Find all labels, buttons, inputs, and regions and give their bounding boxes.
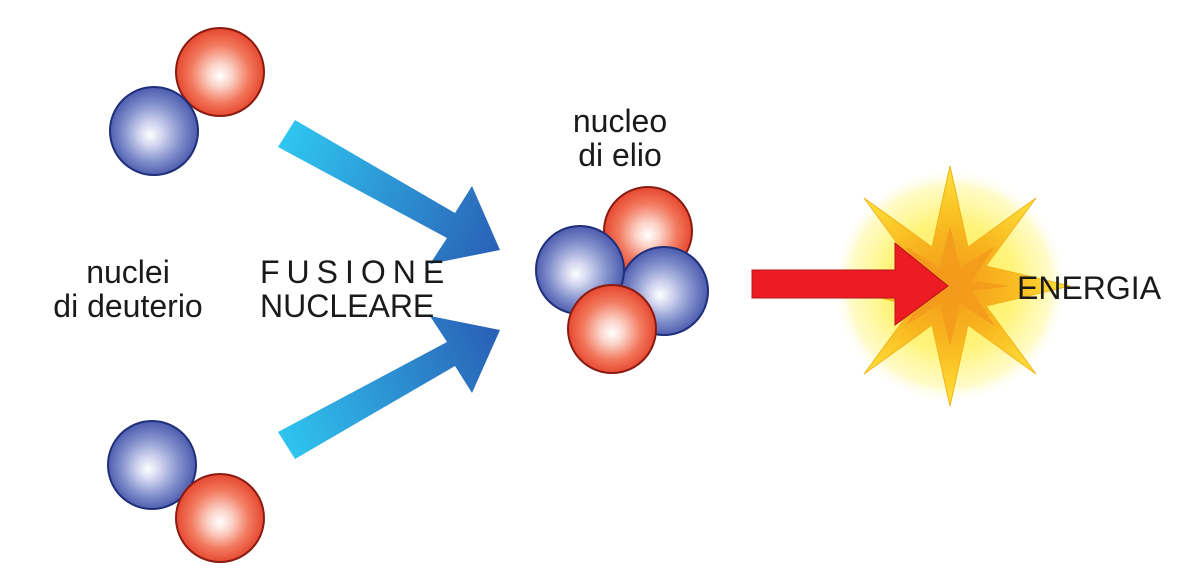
helium-label-line1: nucleo xyxy=(572,103,668,139)
proton-particle xyxy=(175,473,265,563)
deuterium-nucleus-bottom xyxy=(107,420,265,563)
deuterium-label-line1: nuclei xyxy=(86,254,170,290)
fusion-arrow-top xyxy=(278,120,500,264)
helium-label: nucleo di elio xyxy=(540,104,700,172)
deuterium-label: nuclei di deuterio xyxy=(28,255,228,323)
helium-nucleus xyxy=(535,186,709,374)
neutron-particle xyxy=(109,86,199,176)
proton-particle xyxy=(175,27,265,117)
energy-label: ENERGIA xyxy=(1017,270,1162,306)
fusion-label-line2: NUCLEARE xyxy=(260,288,435,324)
fusion-label-line1: FUSIONE xyxy=(260,254,452,290)
fusion-label: FUSIONE NUCLEARE xyxy=(260,255,451,323)
helium-label-line2: di elio xyxy=(578,137,662,173)
deuterium-nucleus-top xyxy=(109,27,265,176)
proton-particle xyxy=(567,284,657,374)
neutron-particle xyxy=(107,420,197,510)
deuterium-label-line2: di deuterio xyxy=(53,288,203,324)
fusion-arrow-bottom xyxy=(278,316,500,459)
energy-arrow xyxy=(751,241,949,326)
energy-burst-core xyxy=(890,226,1010,346)
